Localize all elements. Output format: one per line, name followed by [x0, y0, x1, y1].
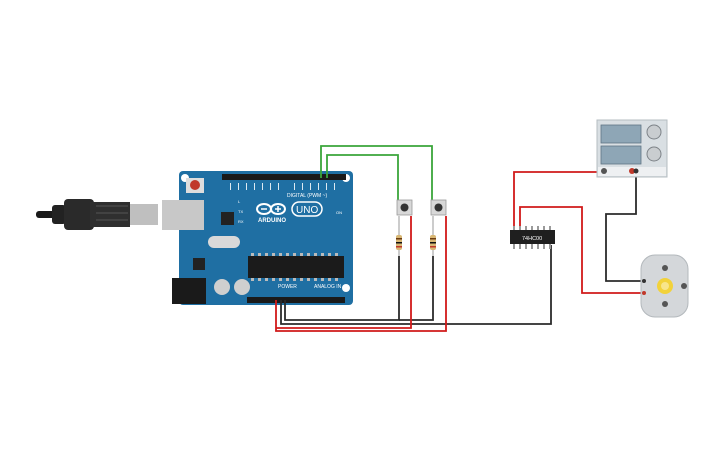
brand-label: ARDUINO: [258, 218, 286, 224]
dc-motor[interactable]: [640, 254, 689, 318]
green-wires[interactable]: [320, 145, 433, 203]
on-label: ON: [336, 210, 342, 215]
power-label: POWER: [278, 284, 297, 290]
resistor-2[interactable]: [430, 216, 436, 256]
terminal-positive[interactable]: [629, 168, 635, 174]
current-knob-icon[interactable]: [646, 146, 662, 162]
voltage-display: [600, 124, 642, 144]
digital-header[interactable]: [222, 174, 346, 180]
pushbutton-1[interactable]: [396, 199, 413, 216]
pushbutton-2[interactable]: [430, 199, 447, 216]
arduino-logo-icon: [256, 203, 286, 215]
atmega-chip: [248, 256, 344, 278]
usb-cable[interactable]: [36, 199, 158, 230]
terminal-negative[interactable]: [601, 168, 607, 174]
voltage-knob-icon[interactable]: [646, 124, 662, 140]
current-display: [600, 145, 642, 165]
power-jack: [172, 278, 206, 304]
ic-label: 74HC00: [522, 236, 542, 242]
rx-label: RX: [238, 219, 244, 224]
resistor-1[interactable]: [396, 216, 402, 256]
tx-label: TX: [238, 209, 243, 214]
led-l-label: L: [238, 199, 241, 204]
red-wires[interactable]: [275, 171, 641, 332]
digital-label: DIGITAL (PWM ~): [287, 193, 327, 199]
ic-74hc00[interactable]: 74HC00: [510, 226, 555, 249]
analog-label: ANALOG IN: [314, 284, 342, 290]
power-analog-header[interactable]: [247, 297, 345, 303]
model-label: UNO: [296, 205, 318, 216]
arduino-uno-board[interactable]: DIGITAL (PWM ~) TX RX L ON ARDUINO UNO: [162, 171, 353, 305]
power-supply[interactable]: [596, 119, 668, 178]
usb-port: [162, 200, 204, 230]
